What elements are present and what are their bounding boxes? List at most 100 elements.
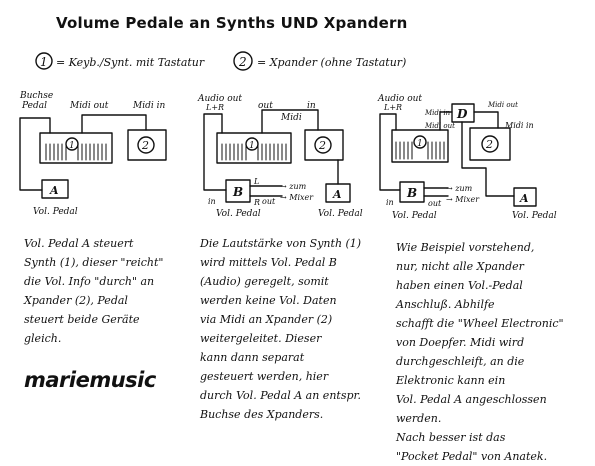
description-right-line: nur, nicht alle Xpander: [396, 260, 524, 273]
right-caption-b: Vol. Pedal: [392, 211, 437, 221]
right-xpander-box: [469, 127, 511, 161]
right-label-zum: → zum: [446, 184, 473, 193]
description-left-line: Vol. Pedal A steuert: [24, 237, 134, 250]
mid-caption-a: Vol. Pedal: [318, 209, 363, 219]
description-middle-line: (Audio) geregelt, somit: [200, 275, 329, 288]
left-xpander-box: [127, 129, 167, 161]
description-right: Wie Beispiel vorstehend, nur, nicht alle …: [396, 238, 564, 466]
left-label-pedal: Pedal: [21, 101, 47, 111]
right-synth-circle: [413, 135, 427, 149]
left-pedal-a-letter: A: [49, 184, 59, 197]
left-pedal-caption: Vol. Pedal: [33, 207, 78, 217]
description-middle-line: weitergeleitet. Dieser: [200, 332, 322, 345]
mid-label-out-b: out: [262, 197, 276, 206]
legend-num-1: 1: [40, 55, 48, 69]
mid-pedal-a-letter: A: [332, 188, 342, 201]
left-xpander-circle: [137, 136, 155, 154]
legend-text-2: = Xpander (ohne Tastatur): [257, 56, 406, 69]
description-right-line: Vol. Pedal A angeschlossen: [396, 393, 547, 406]
mariemusic-logo: mariemusic: [24, 368, 156, 392]
mid-midi-cable: [261, 109, 319, 134]
left-synth-num: 1: [69, 141, 75, 151]
description-right-line: Anschluß. Abhilfe: [396, 298, 495, 311]
description-middle-line: gesteuert werden, hier: [200, 370, 329, 383]
description-right-line: werden.: [396, 412, 442, 425]
diagram-right: Audio out L+R Midi in Midi out D Midi ou…: [377, 94, 557, 221]
mid-label-l: L: [253, 177, 259, 186]
description-right-line: Elektronic kann ein: [396, 374, 506, 387]
description-right-line: Wie Beispiel vorstehend,: [396, 241, 535, 254]
right-pedal-a-letter: A: [519, 192, 529, 205]
left-xpander-num: 2: [141, 139, 149, 152]
legend-circle-1: [35, 52, 53, 70]
left-synth-keys: [45, 143, 107, 161]
left-label-buchse: Buchse: [19, 91, 53, 101]
description-right-line: "Pocket Pedal" von Anatek.: [396, 450, 548, 463]
mid-label-out: out: [258, 101, 273, 111]
mid-audio-cable: [203, 113, 227, 191]
right-label-mixer: → Mixer: [446, 195, 480, 204]
description-right-line: haben einen Vol.-Pedal: [396, 279, 523, 292]
left-pedal-cable: [19, 117, 51, 191]
mid-pedal-b-box: [225, 179, 251, 203]
description-middle-line: Buchse des Xpanders.: [200, 408, 324, 421]
right-xpander-circle: [481, 135, 499, 153]
description-middle-line: werden keine Vol. Daten: [200, 294, 337, 307]
legend-num-2: 2: [238, 55, 247, 69]
right-label-audio-out: Audio out: [377, 94, 422, 104]
left-label-midi-out: Midi out: [69, 101, 109, 111]
left-midi-cable: [81, 114, 147, 134]
mid-xpander-num: 2: [318, 139, 326, 152]
description-left-line: steuert beide Geräte: [24, 313, 140, 326]
mid-pedal-b-letter: B: [232, 185, 243, 199]
mid-synth-circle: [245, 137, 259, 151]
right-midi-to-d: [439, 111, 453, 131]
mid-label-audio-out: Audio out: [197, 94, 242, 104]
right-caption-a: Vol. Pedal: [512, 211, 557, 221]
mid-synth-num: 1: [249, 141, 255, 151]
description-middle-line: durch Vol. Pedal A an entspr.: [200, 389, 362, 402]
description-right-line: schafft die "Wheel Electronic": [396, 317, 564, 330]
right-midi-d-to-xpander: [473, 111, 499, 129]
description-left-line: die Vol. Info "durch" an: [24, 275, 155, 288]
mid-label-in-b: in: [208, 197, 216, 206]
right-pedal-a-box: [513, 187, 537, 207]
mid-label-zum: → zum: [280, 182, 307, 191]
description-middle-line: via Midi an Xpander (2): [200, 313, 333, 326]
description-left-line: gleich.: [24, 332, 62, 345]
mid-label-mixer: → Mixer: [280, 193, 314, 202]
page-title: Volume Pedale an Synths UND Xpandern: [56, 14, 408, 32]
description-middle: Die Lautstärke von Synth (1)wird mittels…: [200, 234, 361, 424]
description-right-line: von Doepfer. Midi wird: [396, 336, 525, 349]
mid-label-r: R: [253, 198, 260, 207]
right-d-letter: D: [456, 107, 468, 121]
description-right-line: durchgeschleift, an die: [396, 355, 525, 368]
mid-pedal-a-box: [325, 183, 351, 203]
right-pedal-b-letter: B: [406, 186, 417, 200]
right-d-box: [451, 103, 475, 123]
right-synth-keys: [395, 141, 445, 160]
right-d-to-pedal-a: [461, 121, 515, 197]
left-pedal-a-box: [41, 179, 69, 199]
description-middle-line: wird mittels Vol. Pedal B: [200, 256, 337, 269]
description-left-line: Xpander (2), Pedal: [24, 294, 128, 307]
legend: 1 = Keyb./Synt. mit Tastatur 2 = Xpander…: [35, 51, 406, 71]
right-label-midi-in-2: Midi in: [504, 121, 534, 130]
description-right-line: Nach besser ist das: [396, 431, 506, 444]
mid-synth-box: [216, 132, 292, 164]
diagram-middle: Audio out L+R out in Midi 1 2: [197, 94, 363, 219]
mid-xpander-circle: [314, 136, 332, 154]
legend-text-1: = Keyb./Synt. mit Tastatur: [56, 56, 205, 69]
mid-label-in: in: [307, 101, 316, 111]
right-label-in-b: in: [386, 198, 394, 207]
mid-label-midi: Midi: [280, 113, 302, 123]
mid-label-lr: L+R: [205, 103, 224, 112]
description-middle-line: kann dann separat: [200, 351, 305, 364]
left-label-midi-in: Midi in: [132, 101, 165, 111]
right-label-out-b: out: [428, 199, 442, 208]
mid-caption-b: Vol. Pedal: [216, 209, 261, 219]
right-synth-box: [391, 129, 449, 163]
right-xpander-num: 2: [485, 138, 493, 151]
